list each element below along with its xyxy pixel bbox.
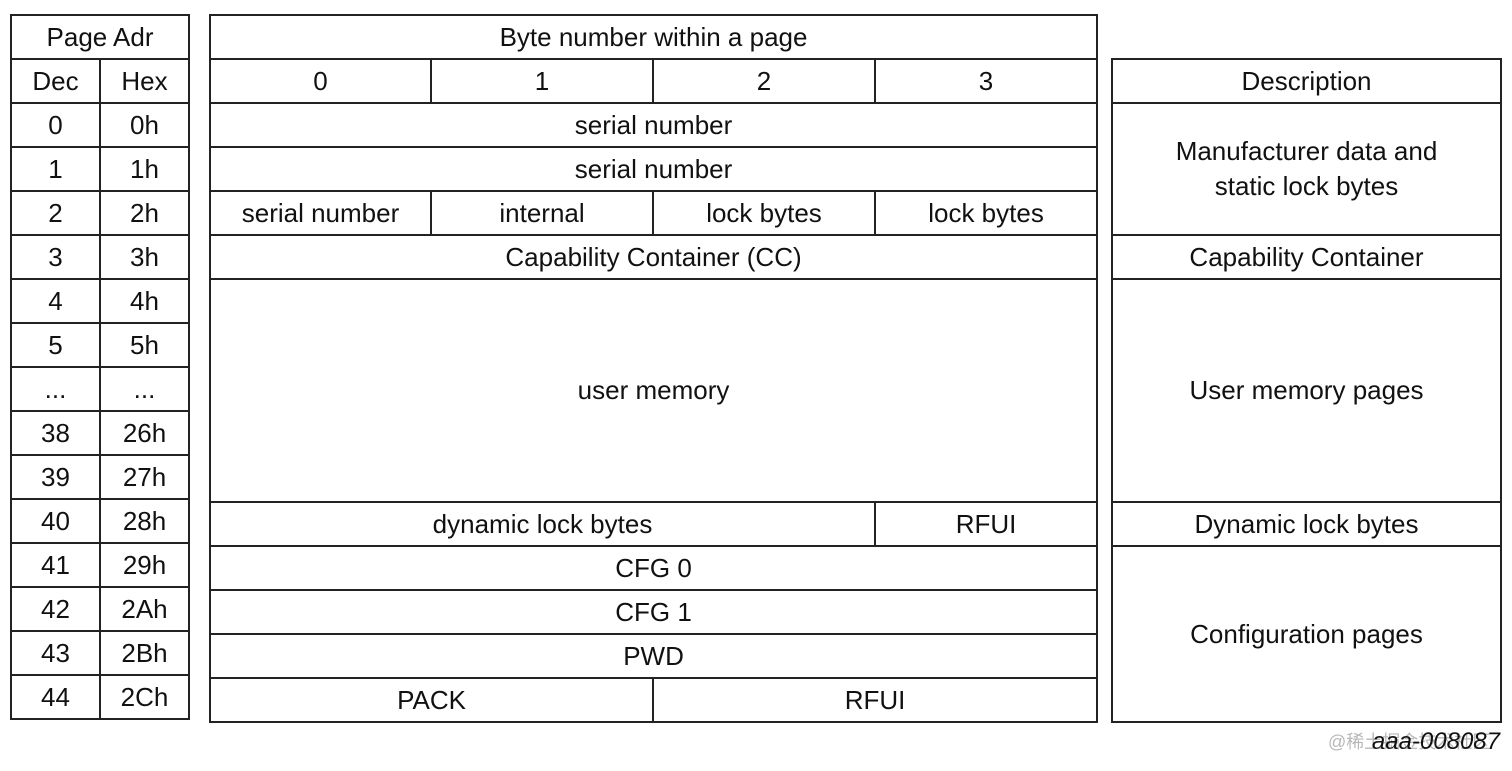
lock-bytes-cell: lock bytes bbox=[652, 190, 876, 236]
watermark: @稀土掘金技术社区 bbox=[1328, 732, 1491, 752]
hex-cell: 1h bbox=[98, 146, 191, 192]
hex-cell: 2Ah bbox=[98, 586, 191, 632]
dec-cell: ... bbox=[10, 366, 101, 412]
configuration-description: Configuration pages bbox=[1111, 545, 1502, 723]
hex-cell: 29h bbox=[98, 542, 191, 588]
hex-cell: 5h bbox=[98, 322, 191, 368]
pack-cell: PACK bbox=[209, 677, 654, 723]
user-memory-description: User memory pages bbox=[1111, 278, 1502, 503]
dec-cell: 41 bbox=[10, 542, 101, 588]
hex-cell: ... bbox=[98, 366, 191, 412]
hex-cell: 3h bbox=[98, 234, 191, 280]
description-header: Description bbox=[1111, 58, 1502, 104]
dec-cell: 0 bbox=[10, 102, 101, 148]
capability-description: Capability Container bbox=[1111, 234, 1502, 280]
serial-number-cell: serial number bbox=[208, 146, 1099, 192]
user-memory-cell: user memory bbox=[208, 278, 1099, 503]
lock-bytes-cell: lock bytes bbox=[873, 190, 1099, 236]
dynamic-lock-bytes-cell: dynamic lock bytes bbox=[209, 501, 876, 547]
dec-header: Dec bbox=[10, 58, 101, 104]
cfg1-cell: CFG 1 bbox=[208, 589, 1099, 635]
dec-cell: 4 bbox=[10, 278, 101, 324]
hex-header: Hex bbox=[98, 58, 191, 104]
dec-cell: 39 bbox=[10, 454, 101, 500]
serial-number-cell: serial number bbox=[209, 190, 432, 236]
pwd-cell: PWD bbox=[208, 633, 1099, 679]
byte-layout-table: Byte number within a page 0 1 2 3 serial… bbox=[208, 14, 1099, 723]
byte-number-header: Byte number within a page bbox=[208, 14, 1099, 60]
hex-cell: 2Ch bbox=[98, 674, 191, 720]
dec-cell: 5 bbox=[10, 322, 101, 368]
hex-cell: 26h bbox=[98, 410, 191, 456]
byte-column-3: 3 bbox=[873, 58, 1099, 104]
dynamic-lock-description: Dynamic lock bytes bbox=[1111, 501, 1502, 547]
dec-cell: 38 bbox=[10, 410, 101, 456]
dec-cell: 1 bbox=[10, 146, 101, 192]
serial-number-cell: serial number bbox=[208, 102, 1099, 148]
byte-column-2: 2 bbox=[652, 58, 876, 104]
rfui-cell: RFUI bbox=[651, 677, 1099, 723]
hex-cell: 27h bbox=[98, 454, 191, 500]
description-table: Description Manufacturer data and static… bbox=[1111, 58, 1502, 723]
page-adr-header: Page Adr bbox=[9, 14, 191, 60]
byte-column-0: 0 bbox=[209, 58, 432, 104]
dec-cell: 43 bbox=[10, 630, 101, 676]
figure-id: aaa-008087 bbox=[1371, 728, 1500, 755]
hex-cell: 28h bbox=[98, 498, 191, 544]
capability-container-cell: Capability Container (CC) bbox=[208, 234, 1099, 280]
byte-column-1: 1 bbox=[430, 58, 654, 104]
dec-cell: 44 bbox=[10, 674, 101, 720]
hex-cell: 2h bbox=[98, 190, 191, 236]
dec-cell: 3 bbox=[10, 234, 101, 280]
hex-cell: 2Bh bbox=[98, 630, 191, 676]
dec-cell: 40 bbox=[10, 498, 101, 544]
dec-cell: 2 bbox=[10, 190, 101, 236]
internal-cell: internal bbox=[430, 190, 654, 236]
cfg0-cell: CFG 0 bbox=[208, 545, 1099, 591]
rfui-cell: RFUI bbox=[873, 501, 1099, 547]
manufacturer-description: Manufacturer data and static lock bytes bbox=[1111, 102, 1502, 236]
hex-cell: 4h bbox=[98, 278, 191, 324]
dec-cell: 42 bbox=[10, 586, 101, 632]
hex-cell: 0h bbox=[98, 102, 191, 148]
